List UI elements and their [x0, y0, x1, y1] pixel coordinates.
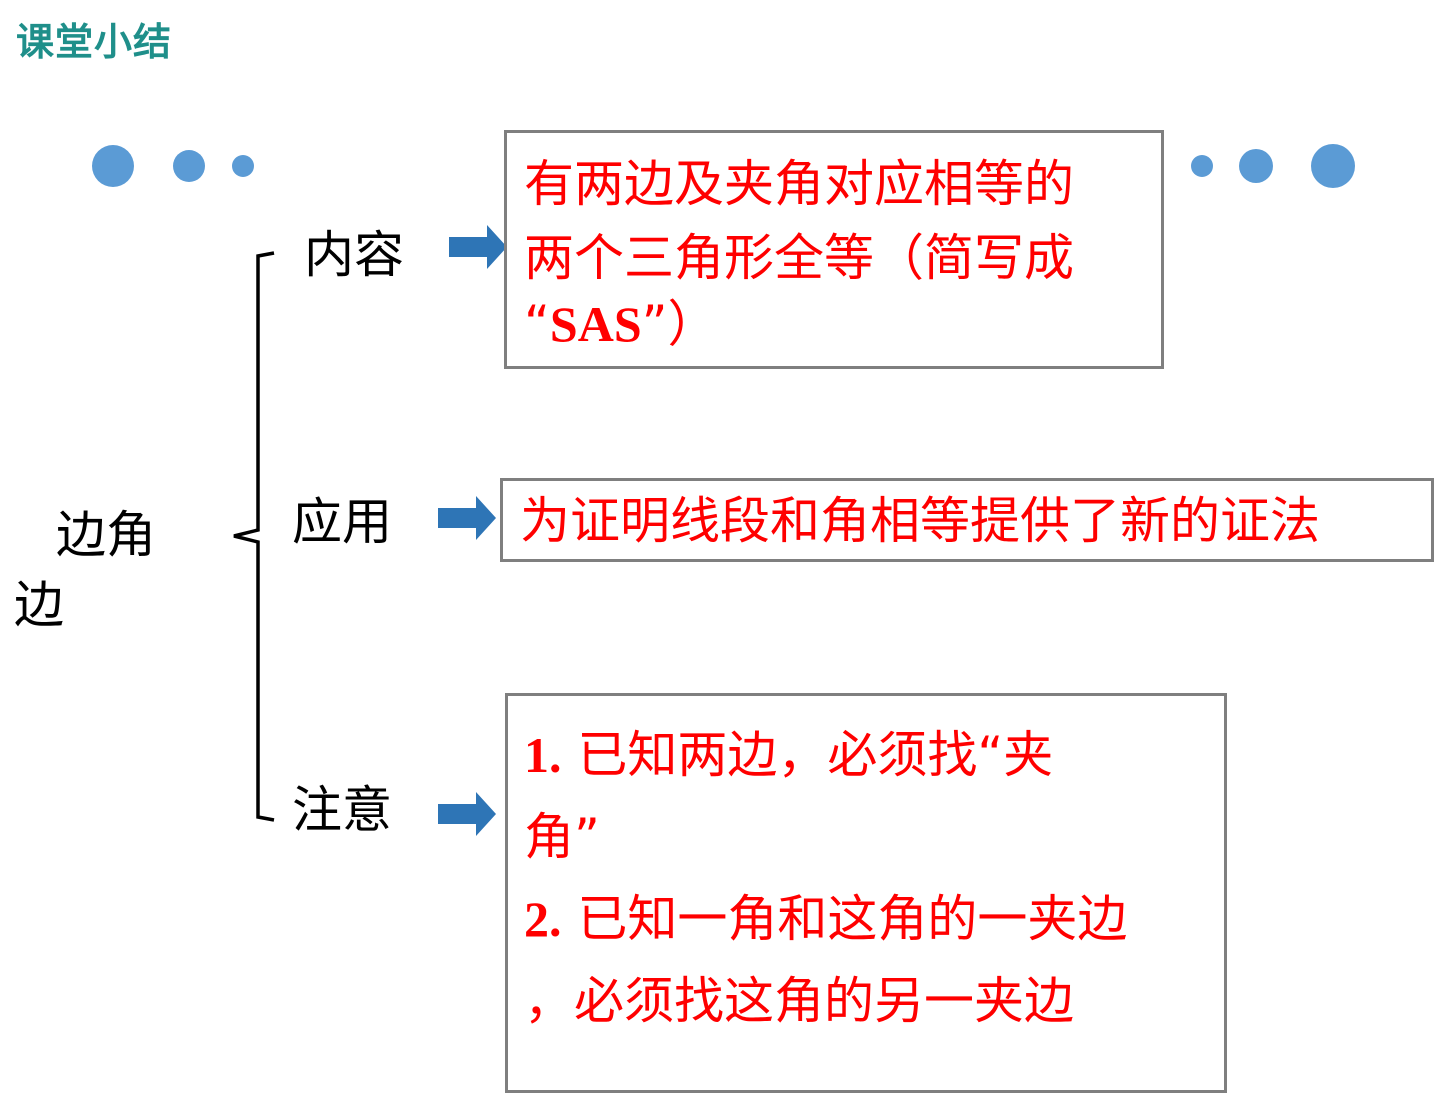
notes-box: 1. 已知两边，必须找“夹 角” 2. 已知一角和这角的一夹边 ，必须找这角的另… — [505, 693, 1227, 1093]
decorative-dot-medium-left — [173, 150, 205, 182]
decorative-dot-large-right — [1311, 144, 1355, 188]
right-arrow-icon — [438, 496, 496, 540]
main-topic: 边角 边 — [14, 500, 156, 640]
notes-item1-line1: 1. 已知两边，必须找“夹 — [524, 714, 1224, 796]
main-topic-line2: 边 — [14, 576, 64, 634]
notes-item1-number: 1. — [524, 727, 562, 783]
notes-item2-line2: ，必须找这角的另一夹边 — [524, 972, 1074, 1030]
notes-item1-text: 已知两边，必须找“夹 — [561, 726, 1054, 784]
application-text: 为证明线段和角相等提供了新的证法 — [520, 492, 1320, 550]
right-arrow-icon — [438, 792, 496, 836]
branch-label-content: 内容 — [304, 226, 404, 284]
content-text-line2: 两个三角形全等（简写成 — [524, 229, 1074, 287]
quote-close: ”） — [641, 295, 718, 353]
branch-label-application: 应用 — [292, 493, 392, 551]
decorative-dot-small-left — [232, 155, 254, 177]
notes-item2-line1: 2. 已知一角和这角的一夹边 — [524, 878, 1224, 960]
content-text-line1: 有两边及夹角对应相等的 — [524, 155, 1074, 213]
right-arrow-icon — [449, 225, 507, 269]
sas-abbreviation: SAS — [549, 296, 642, 352]
branch-label-notes: 注意 — [292, 781, 392, 839]
content-text-line3: “SAS”） — [524, 287, 1161, 361]
decorative-dot-large-left — [92, 145, 134, 187]
notes-item1-line2: 角” — [524, 808, 600, 866]
application-box: 为证明线段和角相等提供了新的证法 — [500, 478, 1434, 562]
decorative-dot-small-right — [1191, 155, 1213, 177]
quote-open: “ — [524, 295, 550, 353]
notes-item2-number: 2. — [524, 891, 562, 947]
main-topic-line1: 边角 — [56, 506, 156, 564]
slide-title: 课堂小结 — [16, 20, 173, 64]
content-box: 有两边及夹角对应相等的 两个三角形全等（简写成 “SAS”） — [504, 130, 1164, 369]
notes-item2-text: 已知一角和这角的一夹边 — [561, 890, 1128, 948]
decorative-dot-medium-right — [1239, 149, 1273, 183]
